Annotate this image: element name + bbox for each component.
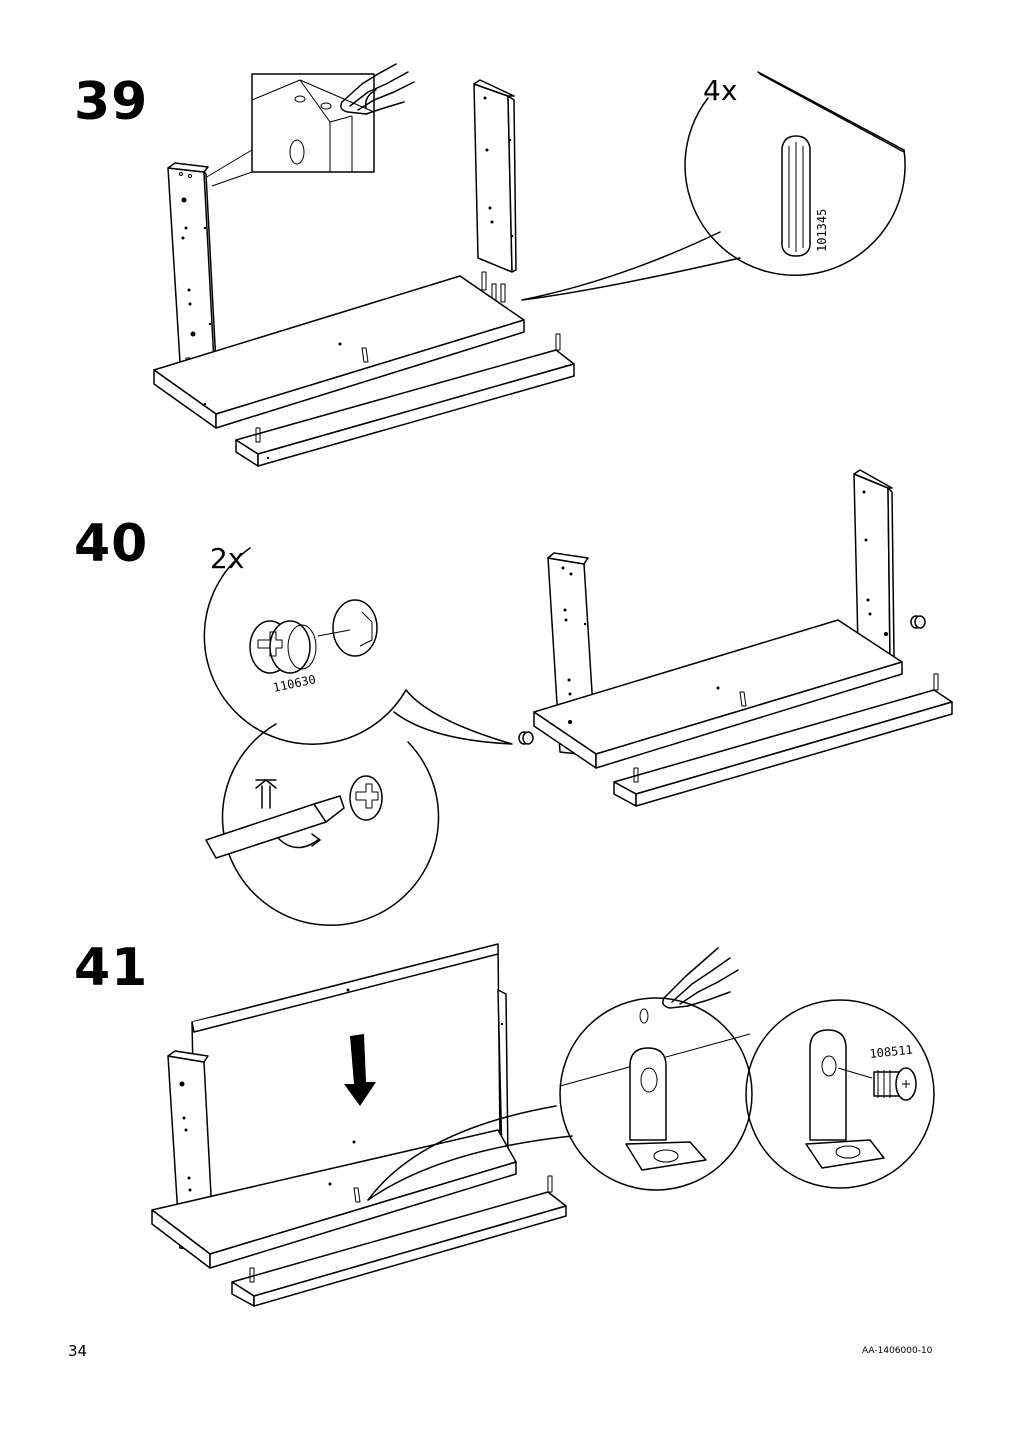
plinth-rail (613, 673, 953, 807)
bottom-board (153, 275, 525, 429)
step-39-quantity: 4x (703, 74, 738, 107)
page-number: 34 (68, 1342, 88, 1360)
screwdriver-callout (205, 723, 440, 926)
step-40-quantity: 2x (210, 542, 245, 575)
bracket-icon (625, 1047, 707, 1171)
bracket-callout (559, 997, 753, 1191)
hand-touch-icon (662, 947, 739, 1009)
edge-detail-inset (204, 73, 375, 187)
step-41-illustration: 108511 (151, 943, 935, 1307)
plinth-rail (231, 1175, 567, 1307)
dowel-callout: 101345 (521, 71, 906, 301)
cam-lock-icon (518, 615, 926, 745)
hand-touch-icon (340, 63, 415, 115)
bottom-board (533, 619, 903, 769)
screw-icon (837, 1067, 917, 1101)
cam-lock-callout: 110630 (203, 547, 513, 745)
bracket-icon (805, 1029, 885, 1169)
step-39-illustration: 101345 (153, 63, 906, 467)
step-40-illustration: 110630 (203, 469, 953, 926)
arrow-up-icon (255, 779, 277, 809)
screw-callout: 108511 (745, 999, 935, 1189)
right-side-panel (853, 469, 895, 661)
plinth-rail (235, 333, 575, 467)
step-number-39: 39 (74, 72, 149, 132)
right-side-panel (473, 79, 517, 273)
step-number-40: 40 (74, 514, 149, 574)
rotate-arrow-icon (277, 833, 321, 849)
screwdriver-icon (205, 795, 345, 859)
cam-lock-part-code: 110630 (272, 672, 317, 695)
cam-lock-icon (349, 775, 383, 821)
left-side-panel (167, 162, 217, 365)
document-id: AA-1406000-10 (862, 1346, 933, 1356)
bottom-board (151, 1129, 517, 1269)
screw-part-code: 108511 (869, 1043, 914, 1061)
wooden-dowel-icon (781, 135, 811, 257)
arrow-down-icon (344, 1034, 376, 1106)
dowel-part-code: 101345 (815, 209, 829, 252)
cam-lock-icon (249, 620, 317, 674)
step-number-41: 41 (74, 938, 149, 998)
